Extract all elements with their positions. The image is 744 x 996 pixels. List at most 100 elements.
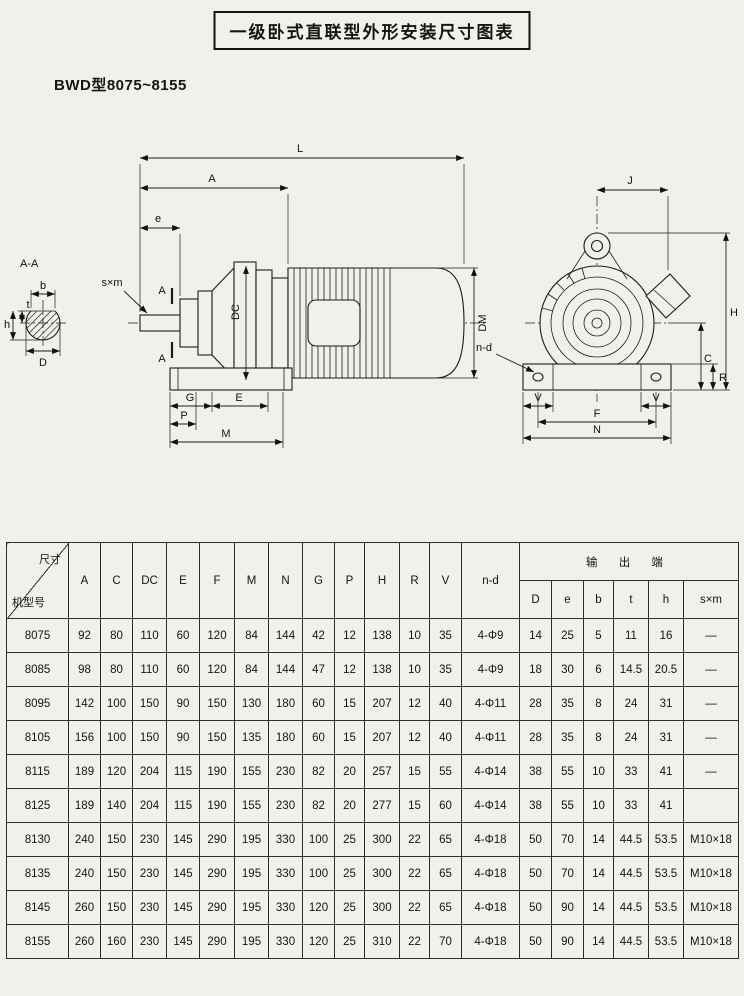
dim-label-sxm: s×m	[101, 277, 122, 289]
value-cell: 150	[199, 720, 235, 755]
value-cell: 14.5	[613, 652, 649, 687]
value-cell: 60	[302, 686, 335, 721]
dim-label-n-d: n-d	[476, 342, 492, 354]
group-header-output-end: 输 出 端	[519, 542, 739, 581]
value-cell: 4-Φ18	[461, 822, 520, 857]
value-cell: 115	[166, 754, 200, 789]
value-cell: 14	[583, 924, 614, 959]
value-cell: 92	[68, 618, 101, 653]
value-cell: 135	[234, 720, 269, 755]
value-cell: 204	[132, 754, 167, 789]
dim-label-L: L	[297, 143, 303, 155]
corner-bottom-label: 机型号	[12, 597, 45, 609]
value-cell: 207	[364, 686, 400, 721]
value-cell: 145	[166, 924, 200, 959]
value-cell: 24	[613, 720, 649, 755]
dim-label-DC: DC	[230, 304, 242, 320]
value-cell: 55	[429, 754, 462, 789]
value-cell: 277	[364, 788, 400, 823]
value-cell: —	[683, 720, 739, 755]
column-header: M	[234, 542, 269, 619]
dim-label-DM: DM	[477, 314, 489, 331]
value-cell: 10	[583, 788, 614, 823]
value-cell: 300	[364, 856, 400, 891]
dim-label-t: t	[26, 299, 29, 311]
value-cell: 25	[334, 856, 365, 891]
model-cell: 8130	[6, 822, 69, 857]
dim-label-P: P	[180, 410, 187, 422]
value-cell: 120	[100, 754, 133, 789]
value-cell: —	[683, 686, 739, 721]
value-cell: 230	[132, 822, 167, 857]
value-cell: 230	[268, 788, 303, 823]
model-cell: 8105	[6, 720, 69, 755]
value-cell: 60	[302, 720, 335, 755]
value-cell: 14	[519, 618, 552, 653]
value-cell: M10×18	[683, 822, 739, 857]
value-cell: 50	[519, 924, 552, 959]
value-cell: 110	[132, 652, 167, 687]
value-cell: 100	[302, 822, 335, 857]
column-header: G	[302, 542, 335, 619]
value-cell: 70	[551, 856, 584, 891]
value-cell: 30	[551, 652, 584, 687]
value-cell: 4-Φ18	[461, 924, 520, 959]
value-cell: 25	[334, 822, 365, 857]
sub-column-header: t	[613, 580, 649, 619]
dim-label-J: J	[627, 175, 633, 187]
value-cell: 10	[399, 618, 430, 653]
section-view: A-A b t h D	[4, 258, 66, 369]
value-cell: 10	[399, 652, 430, 687]
model-cell: 8115	[6, 754, 69, 789]
value-cell: 12	[334, 652, 365, 687]
value-cell: 4-Φ11	[461, 720, 520, 755]
value-cell: 28	[519, 720, 552, 755]
value-cell: 257	[364, 754, 400, 789]
value-cell: 41	[648, 788, 684, 823]
dim-label-A: A	[208, 173, 216, 185]
value-cell: 22	[399, 924, 430, 959]
dim-label-E: E	[235, 392, 242, 404]
value-cell: 330	[268, 856, 303, 891]
value-cell	[683, 788, 739, 823]
value-cell: 65	[429, 856, 462, 891]
value-cell: 47	[302, 652, 335, 687]
value-cell: 180	[268, 720, 303, 755]
value-cell: 40	[429, 720, 462, 755]
value-cell: 20	[334, 754, 365, 789]
value-cell: 330	[268, 822, 303, 857]
value-cell: 4-Φ11	[461, 686, 520, 721]
value-cell: 80	[100, 652, 133, 687]
model-cell: 8125	[6, 788, 69, 823]
section-mark-bottom: A	[158, 353, 166, 365]
value-cell: 90	[166, 686, 200, 721]
value-cell: 8	[583, 720, 614, 755]
value-cell: 6	[583, 652, 614, 687]
value-cell: 260	[68, 890, 101, 925]
value-cell: 15	[334, 686, 365, 721]
value-cell: 150	[100, 822, 133, 857]
model-cell: 8085	[6, 652, 69, 687]
value-cell: 260	[68, 924, 101, 959]
value-cell: 115	[166, 788, 200, 823]
value-cell: 155	[234, 788, 269, 823]
column-header: DC	[132, 542, 167, 619]
column-header: F	[199, 542, 235, 619]
value-cell: 195	[234, 924, 269, 959]
value-cell: 24	[613, 686, 649, 721]
dim-label-G: G	[186, 392, 195, 404]
value-cell: 138	[364, 618, 400, 653]
dim-label-C: C	[704, 353, 712, 365]
value-cell: 65	[429, 890, 462, 925]
dim-label-N: N	[593, 424, 601, 436]
model-cell: 8135	[6, 856, 69, 891]
value-cell: 150	[132, 686, 167, 721]
value-cell: 4-Φ18	[461, 890, 520, 925]
dim-label-H: H	[730, 307, 738, 319]
